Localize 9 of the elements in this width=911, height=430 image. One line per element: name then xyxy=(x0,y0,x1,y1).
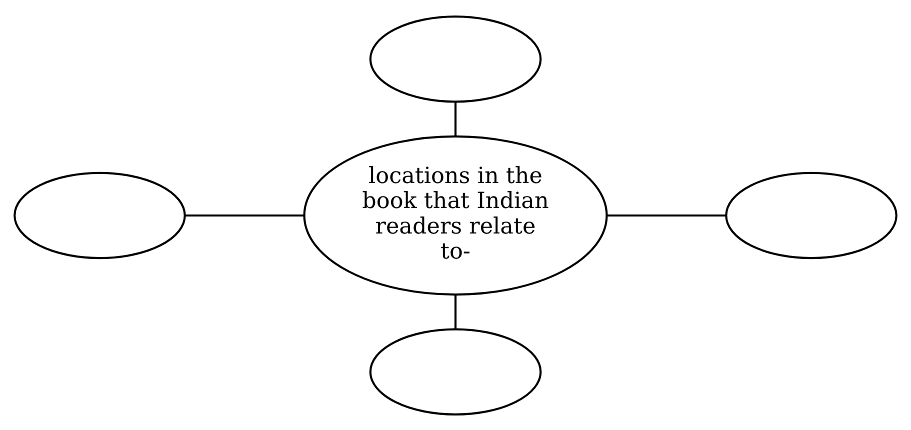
node-ellipse xyxy=(14,171,186,259)
node-ellipse xyxy=(369,15,542,102)
connector xyxy=(185,214,304,216)
node-ellipse xyxy=(725,171,898,259)
connector xyxy=(454,294,457,329)
connector xyxy=(454,102,457,136)
node-ellipse xyxy=(369,328,542,415)
connector xyxy=(606,214,726,216)
node-ellipse: locations in the book that Indian readers relate to- xyxy=(303,134,608,296)
